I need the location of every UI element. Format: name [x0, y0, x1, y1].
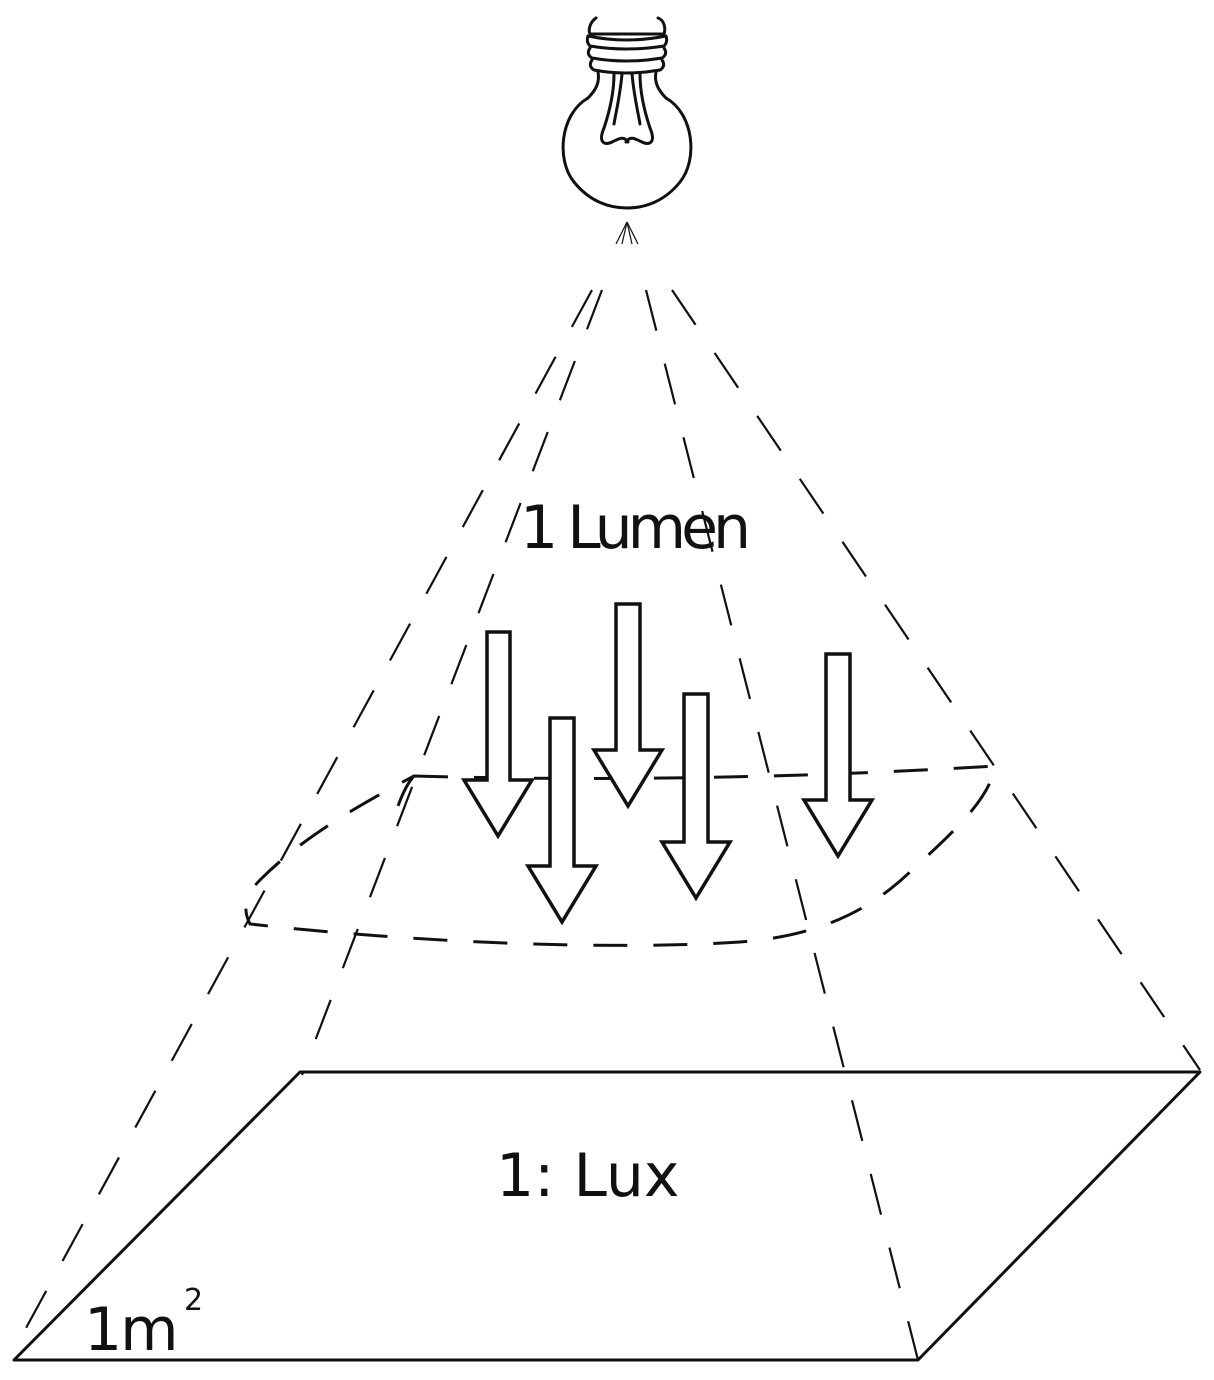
arrow-down-4 [658, 692, 734, 902]
arrow-down-2 [590, 602, 666, 810]
flux-arrows [460, 602, 876, 926]
light-bulb-icon [561, 16, 693, 210]
light-rays [615, 221, 639, 245]
arrow-down-5 [800, 652, 876, 860]
outer-light-cone [13, 289, 1201, 1351]
area-label: 1m [84, 1295, 177, 1365]
area-exponent: 2 [184, 1283, 203, 1318]
inner-light-cone [300, 289, 920, 1361]
arrow-down-1 [460, 630, 536, 840]
arrow-down-3 [524, 716, 600, 926]
lumen-label: 1 Lumen [520, 493, 746, 563]
surface-area [12, 1070, 1202, 1362]
light-beam-ellipse [244, 764, 997, 947]
lux-label: 1: Lux [496, 1141, 679, 1211]
